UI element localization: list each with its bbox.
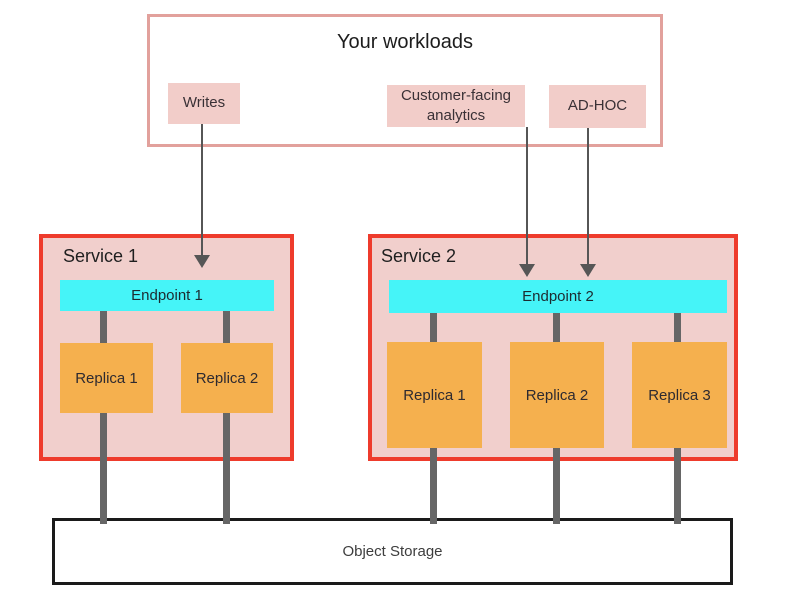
connector-s2-replica1-storage — [430, 447, 437, 524]
arrow-head-icon — [194, 255, 210, 268]
connector-s1-replica2-storage — [223, 412, 230, 524]
service2-replica3-label: Replica 3 — [648, 386, 711, 404]
service1-replica2-box: Replica 2 — [181, 343, 273, 413]
service2-replica1-label: Replica 1 — [403, 386, 466, 404]
arrow-shaft — [201, 124, 203, 257]
connector-endpoint1-replica1 — [100, 310, 107, 344]
connector-endpoint2-replica3 — [674, 312, 681, 343]
workload-adhoc-box: AD-HOC — [549, 85, 646, 128]
workloads-title: Your workloads — [336, 31, 473, 53]
service2-replica3-box: Replica 3 — [632, 342, 727, 448]
service2-replica2-box: Replica 2 — [510, 342, 604, 448]
service1-endpoint-bar: Endpoint 1 — [60, 280, 274, 311]
connector-s2-replica2-storage — [553, 447, 560, 524]
service2-title: Service 2 — [381, 246, 457, 266]
arrow-adhoc-to-service2 — [580, 128, 596, 277]
service2-endpoint-bar: Endpoint 2 — [389, 280, 727, 313]
object-storage-box: Object Storage — [52, 518, 733, 585]
service1-replica1-label: Replica 1 — [75, 369, 138, 387]
arrow-shaft — [587, 128, 589, 266]
service1-replica1-box: Replica 1 — [60, 343, 153, 413]
arrow-shaft — [526, 127, 528, 266]
connector-s1-replica1-storage — [100, 412, 107, 524]
workload-writes-box: Writes — [168, 83, 240, 124]
connector-endpoint1-replica2 — [223, 310, 230, 344]
workload-analytics-box: Customer-facing analytics — [387, 85, 525, 127]
arrow-analytics-to-service2 — [519, 127, 535, 277]
workload-analytics-label: Customer-facing analytics — [400, 86, 512, 124]
connector-s2-replica3-storage — [674, 447, 681, 524]
workload-writes-label: Writes — [182, 94, 226, 112]
arrow-writes-to-service1 — [194, 124, 210, 268]
service1-endpoint-label: Endpoint 1 — [131, 287, 203, 304]
connector-endpoint2-replica2 — [553, 312, 560, 343]
service1-title: Service 1 — [63, 246, 139, 266]
service1-replica2-label: Replica 2 — [195, 369, 259, 387]
connector-endpoint2-replica1 — [430, 312, 437, 343]
arrow-head-icon — [580, 264, 596, 277]
service2-replica2-label: Replica 2 — [525, 386, 589, 404]
object-storage-label: Object Storage — [342, 543, 443, 560]
workload-adhoc-label: AD-HOC — [567, 97, 628, 115]
service2-endpoint-label: Endpoint 2 — [522, 288, 594, 305]
service2-replica1-box: Replica 1 — [387, 342, 482, 448]
arrow-head-icon — [519, 264, 535, 277]
